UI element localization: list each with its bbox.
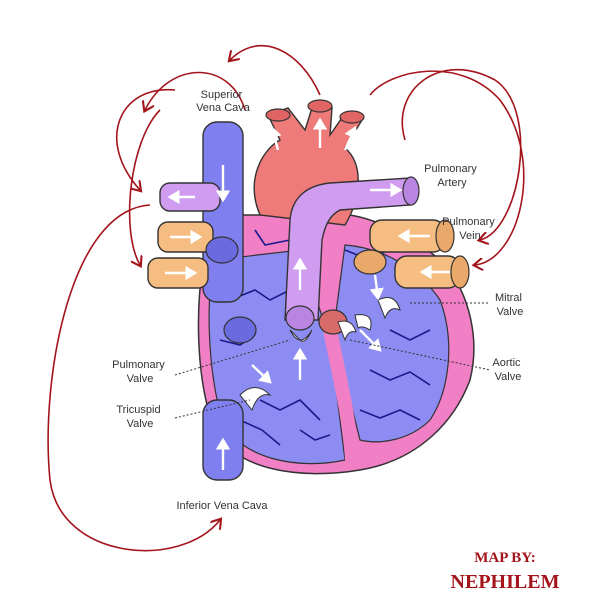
valve-leaflets <box>239 297 401 412</box>
circulation-arrows <box>47 44 525 552</box>
label-superior-vena-cava: Superior Vena Cava <box>196 89 251 114</box>
label-mitral-valve: Mitral Valve <box>495 292 525 318</box>
svc-opening <box>205 236 239 264</box>
ivc-opening <box>223 316 257 344</box>
credit-line-1: MAP BY: <box>474 550 536 566</box>
label-pulmonary-artery: Pulmonary Artery <box>424 163 480 189</box>
label-tricuspid-valve: Tricuspid Valve <box>116 404 163 430</box>
vein-opening-right <box>353 249 387 275</box>
septum <box>323 328 359 461</box>
label-pulmonary-vein: Pulmonary Vein <box>442 216 498 242</box>
flow-direction-arrows <box>165 117 450 470</box>
superior-vena-cava <box>202 121 244 303</box>
label-leaders <box>174 302 491 419</box>
label-inferior-vena-cava: Inferior Vena Cava <box>176 500 268 512</box>
credit-line-2: NEPHILEM <box>451 571 560 593</box>
label-aortic-valve: Aortic Valve <box>492 357 523 383</box>
pulmonary-opening <box>285 305 315 331</box>
label-pulmonary-valve: Pulmonary Valve <box>112 359 168 385</box>
